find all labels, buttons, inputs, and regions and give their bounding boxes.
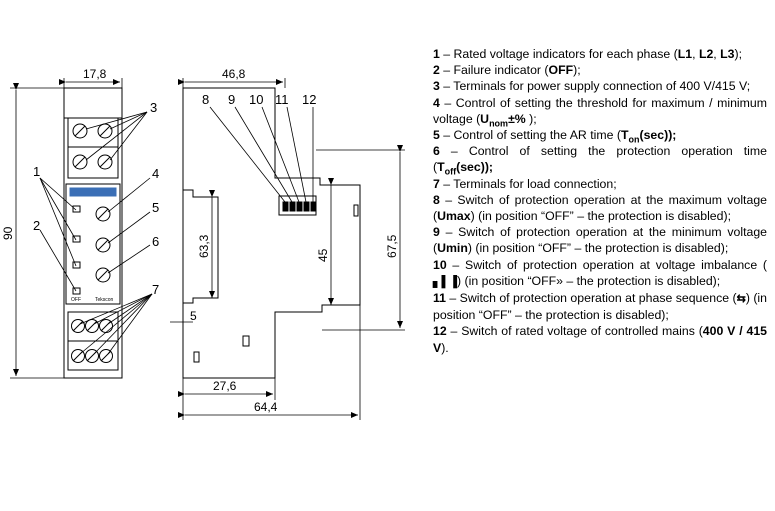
imbalance-icon: ▖▌▐ (433, 275, 458, 288)
side-leaders (209, 106, 314, 203)
legend-item-7: 7 – Terminals for load connection; (433, 176, 617, 191)
legend: 1 – Rated voltage indicators for each ph… (433, 46, 767, 356)
legend-item-3: 3 – Terminals for power supply connectio… (433, 79, 751, 94)
dim-depth-64: 64,4 (254, 400, 278, 414)
dim-side-width: 46,8 (222, 67, 246, 81)
dim-front-height: 90 (1, 226, 15, 240)
legend-item-11: 11 – Switch of protection operation at p… (433, 291, 767, 323)
callout-9: 9 (228, 92, 235, 107)
front-off-label: OFF (71, 297, 81, 303)
callout-3: 3 (150, 100, 157, 115)
phase-sequence-icon: ⇆ (736, 293, 746, 306)
callout-5: 5 (152, 200, 159, 215)
dim-front-width: 17,8 (83, 67, 107, 81)
callout-12: 12 (302, 92, 316, 107)
legend-item-1: 1 – Rated voltage indicators for each ph… (433, 47, 743, 61)
callout-2: 2 (33, 218, 40, 233)
callout-6: 6 (152, 234, 159, 249)
dimension-drawing: OFF Tekscon 17,8 90 3 4 5 6 1 2 7 (1, 67, 405, 420)
dim-depth-27: 27,6 (213, 379, 237, 393)
front-view (63, 87, 123, 379)
legend-item-5: 5 – Control of setting the AR time (Ton(… (433, 128, 677, 145)
legend-item-2: 2 – Failure indicator (OFF); (433, 63, 581, 78)
dim-height-45: 45 (316, 248, 330, 262)
legend-item-9: 9 – Switch of protection operation at th… (433, 225, 767, 256)
callout-1: 1 (33, 164, 40, 179)
legend-item-8: 8 – Switch of protection operation at th… (433, 192, 767, 224)
callout-4: 4 (152, 166, 159, 181)
callout-11: 11 (275, 92, 289, 107)
front-leaders (39, 111, 153, 355)
legend-item-6: 6 – Control of setting the protection op… (433, 144, 767, 177)
legend-item-12: 12 – Switch of rated voltage of controll… (433, 324, 767, 355)
callout-10: 10 (249, 92, 263, 107)
legend-item-10: 10 – Switch of protection operation at v… (433, 257, 767, 290)
callout-7: 7 (152, 282, 159, 297)
front-brand-label: Tekscon (95, 297, 114, 303)
dim-height-67: 67,5 (385, 234, 399, 258)
dim-offset-5: 5 (190, 309, 197, 323)
legend-item-4: 4 – Control of setting the threshold for… (433, 95, 767, 129)
dim-height-63: 63,3 (197, 234, 211, 258)
callout-8: 8 (202, 92, 209, 107)
